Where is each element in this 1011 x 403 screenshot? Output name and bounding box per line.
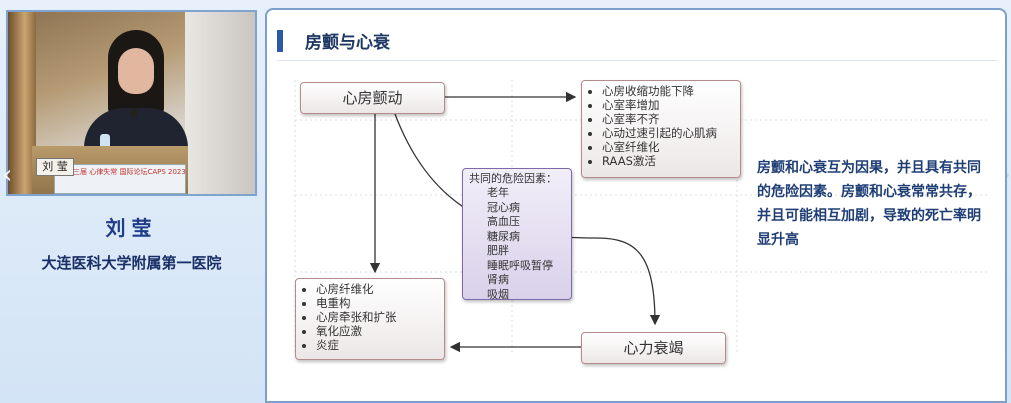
list-item: 老年 <box>487 186 509 199</box>
list-item: 心室纤维化 <box>602 140 740 154</box>
chevron-left-icon[interactable]: ‹ <box>2 160 13 190</box>
speaker-video: 第十三届 心律失常 国际论坛CAPS 2023 刘 莹 <box>6 10 257 196</box>
node-atrial-fibrillation: 心房颤动 <box>300 82 445 114</box>
af-to-hf-effects-box: 心房收缩功能下降 心室率增加 心室率不齐 心动过速引起的心肌病 心室纤维化 RA… <box>581 80 741 178</box>
list-item: 心房牵张和扩张 <box>316 310 444 324</box>
list-item: 心房收缩功能下降 <box>602 84 740 98</box>
list-item: 炎症 <box>316 338 444 352</box>
hf-effects-list: 心房纤维化 电重构 心房牵张和扩张 氧化应激 炎症 <box>296 279 444 352</box>
hf-to-af-effects-box: 心房纤维化 电重构 心房牵张和扩张 氧化应激 炎症 <box>295 278 445 360</box>
list-item: 糖尿病 <box>487 229 520 243</box>
list-item: 心室率不齐 <box>602 112 740 126</box>
nameplate: 刘 莹 <box>36 158 74 176</box>
af-effects-list: 心房收缩功能下降 心室率增加 心室率不齐 心动过速引起的心肌病 心室纤维化 RA… <box>582 81 740 168</box>
slide-summary-text: 房颤和心衰互为因果，并且具有共同的危险因素。房颤和心衰常常共存，并且可能相互加剧… <box>757 160 981 248</box>
microphone-icon <box>130 108 138 118</box>
list-item: RAAS激活 <box>602 154 740 168</box>
list-item: 心室率增加 <box>602 98 740 112</box>
list-item: 冠心病 <box>487 200 520 214</box>
speaker-organization: 大连医科大学附属第一医院 <box>41 254 222 272</box>
node-heart-failure: 心力衰竭 <box>581 332 726 364</box>
list-item: 氧化应激 <box>316 324 444 338</box>
list-item: 肾病 <box>487 273 509 286</box>
list-item: 高血压 <box>487 215 520 228</box>
speaker-face <box>118 48 154 94</box>
list-item: 电重构 <box>316 296 444 310</box>
title-accent-bar <box>277 30 283 52</box>
risk-factors-list: 老年 冠心病 高血压 糖尿病 肥胖 睡眠呼吸暂停 肾病 吸烟 <box>463 186 571 302</box>
list-item: 心房纤维化 <box>316 282 444 296</box>
list-item: 吸烟 <box>487 287 509 301</box>
speaker-name: 刘莹 <box>105 216 158 240</box>
arrow-af-to-hf-curve <box>394 113 661 326</box>
podium-slogan: 第十三届 心律失常 国际论坛CAPS 2023 <box>59 168 186 176</box>
presentation-slide: 房颤与心衰 心房颤动 心力衰竭 心房收缩功能下降 心室率增加 心室率不齐 心动过… <box>265 8 1007 403</box>
curtain-right <box>185 12 255 194</box>
speaker-panel: 第十三届 心律失常 国际论坛CAPS 2023 刘 莹 刘莹 大连医科大学附属第… <box>0 0 263 403</box>
risk-factors-title: 共同的危险因素： <box>469 172 557 185</box>
water-bottle <box>100 134 110 152</box>
curtain-left <box>8 12 36 194</box>
list-item: 睡眠呼吸暂停 <box>487 258 553 272</box>
slide-title: 房颤与心衰 <box>305 33 390 53</box>
list-item: 肥胖 <box>487 244 509 257</box>
list-item: 心动过速引起的心肌病 <box>602 126 740 140</box>
podium-sign: 第十三届 心律失常 国际论坛CAPS 2023 <box>54 164 186 194</box>
title-divider <box>277 60 997 61</box>
common-risk-factors-box: 共同的危险因素： 老年 冠心病 高血压 糖尿病 肥胖 睡眠呼吸暂停 肾病 吸烟 <box>462 168 572 302</box>
